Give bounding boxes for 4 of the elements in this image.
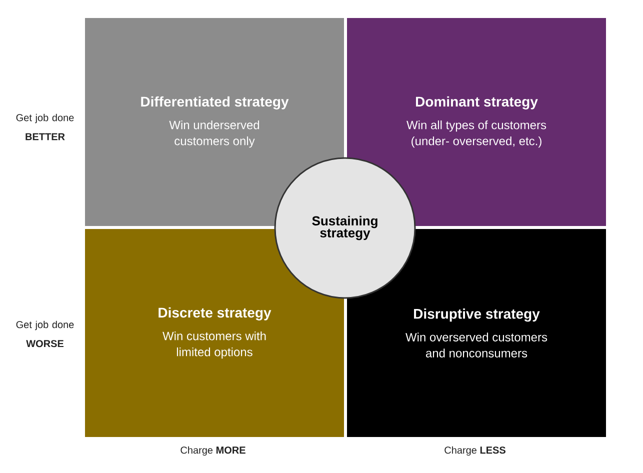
axis-label: Get job done WORSE: [16, 320, 74, 348]
axis-label: Charge MORE: [180, 446, 246, 456]
axis-label: Charge LESS: [444, 446, 506, 456]
axis-label: Get job done BETTER: [16, 114, 74, 140]
